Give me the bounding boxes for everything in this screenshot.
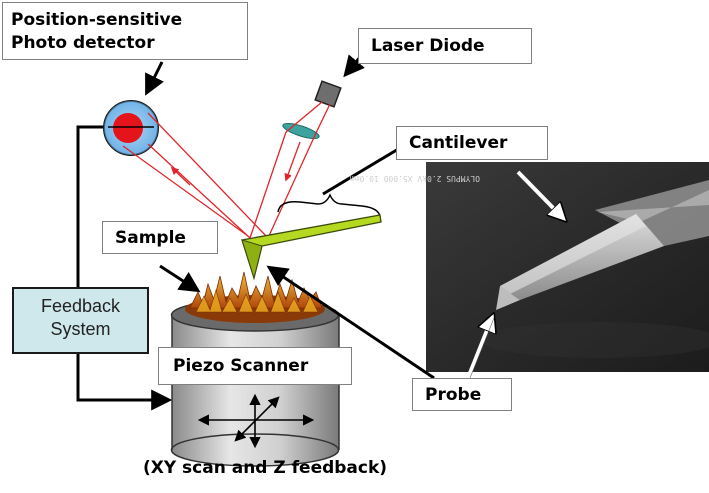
- feedback-label-line2: System: [50, 319, 111, 339]
- cantilever-brace: [277, 193, 381, 219]
- probe-pointer-arrow: [266, 265, 435, 380]
- photodetector-label-line1: Position-sensitive: [11, 10, 183, 30]
- photodetector-label-line2: Photo detector: [11, 33, 155, 53]
- detector-pointer-arrow: [145, 61, 164, 96]
- cantilever-pointer-line: [322, 146, 401, 196]
- cantilever-label: Cantilever: [396, 126, 548, 160]
- sample-label: Sample: [102, 221, 218, 254]
- laser-beam-paths: [122, 101, 331, 239]
- photo-detector-icon: [103, 100, 159, 156]
- sem-probe-arrow-outline: [469, 317, 495, 379]
- piezo-scanner-label: Piezo Scanner: [158, 347, 352, 385]
- feedback-label-line1: Feedback: [40, 296, 121, 316]
- feedback-system-box: Feedback System: [12, 287, 149, 354]
- xy-scan-arrows: [197, 393, 315, 449]
- scanner-caption: (XY scan and Z feedback): [142, 458, 388, 478]
- probe-label: Probe: [412, 378, 512, 411]
- sample-surface-icon: [185, 271, 325, 323]
- photodetector-label: Position-sensitive Photo detector: [2, 2, 248, 60]
- laser-diode-icon: [314, 80, 342, 108]
- cantilever-icon: [241, 214, 382, 281]
- sem-probe-arrow: [466, 318, 492, 379]
- sample-pointer-arrow: [159, 264, 201, 293]
- sem-micrograph: OLYMPUS 2.0kV X5.000 10.0mm: [350, 162, 709, 372]
- laser-diode-label: Laser Diode: [358, 28, 532, 64]
- sem-caption-text: OLYMPUS 2.0kV X5.000 10.0mm: [350, 174, 480, 183]
- sem-cantilever-arrow: [516, 170, 563, 218]
- feedback-wiring: [76, 125, 173, 411]
